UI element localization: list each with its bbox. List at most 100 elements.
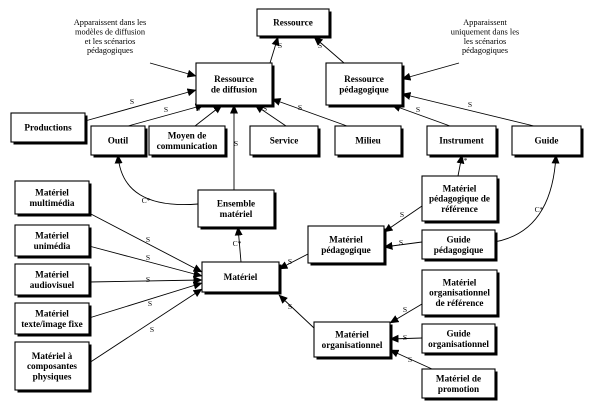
node-label: Matériel [35,309,69,319]
edge-productions-to-ressource-diffusion: S [84,88,197,122]
edge-materiel-multimedia-to-materiel: S [88,212,203,273]
edge-moyen-communication-to-ressource-diffusion: S [194,104,223,127]
node-box [197,189,275,228]
edge-line [278,253,309,270]
edge-line [313,36,345,64]
edge-line [389,303,423,324]
node-box [195,62,273,106]
edge-line [127,103,205,127]
node-productions: Productions [10,112,88,145]
node-label: Outil [108,136,129,146]
edge-ensemble-materiel-to-outil: C* [114,154,199,206]
edge-label: S [288,257,292,266]
edge-materiel-unimedia-to-materiel: S [88,245,203,278]
node-box [313,321,391,358]
edge-label: S [408,355,412,364]
node-label: communication [157,141,218,151]
node-label: pédagogique de [429,194,490,204]
node-label: composantes [27,361,77,371]
edge-ressource-pedagogique-to-ressource: S [313,36,345,64]
edge-line [84,88,197,122]
edge-service-to-ressource-diffusion: S [254,104,287,127]
note-diffusion-line: Apparaissent dans les [74,18,147,27]
edge-line [254,104,287,127]
node-box [14,263,90,296]
edge-line [383,241,423,250]
edge-label: S [403,333,407,342]
node-box [421,175,498,222]
node-box [201,261,280,293]
node-label: Instrument [439,136,484,146]
node-box [421,368,496,399]
edge-line [456,154,465,177]
node-box [421,229,496,260]
node-box [10,112,86,143]
edge-label: S [146,235,150,244]
node-box [421,323,496,354]
edge-ressource-diffusion-to-ressource: S [269,36,282,64]
edge-instrument-to-ressource-pedagogique: S [391,104,451,127]
note-pedagogique-pointer [401,62,460,81]
edge-line [234,226,243,263]
edge-materiel-texte-image-to-materiel: S [88,281,203,319]
edge-label: S [150,325,154,334]
node-label: Moyen de [168,131,207,141]
node-label: pédagogique [321,245,371,255]
node-milieu: Milieu [334,125,404,158]
edge-materiel-audiovisuel-to-materiel: S [88,275,203,285]
edge-line [278,294,315,329]
edge-label: C* [535,205,544,214]
edge-guide-pedagogique-to-materiel-pedagogique: S [383,238,423,250]
edge-label: S [164,105,168,114]
note-diffusion-line: pédagogiques [87,46,133,55]
node-guide: Guide [511,125,584,158]
node-label: référence [441,204,478,214]
node-label: Matériel de [436,374,481,384]
note-pedagogique-line: uniquement dans les [451,27,519,36]
edge-label: S [298,103,302,112]
edge-line [88,212,203,273]
node-box [421,269,498,316]
node-label: Matériel [224,272,258,282]
node-label: texte/image fixe [21,319,82,329]
node-box [307,225,385,264]
edge-label: S [318,41,322,50]
node-materiel: Matériel [201,261,282,295]
node-label: Matériel [335,330,369,340]
node-label: Ensemble [217,199,255,209]
edge-line [194,104,223,127]
node-label: matériel [220,209,253,219]
edge-line [271,98,348,127]
node-box [325,62,403,106]
edge-label: C* [233,239,242,248]
edge-label: S [146,275,150,284]
node-label: promotion [438,384,479,394]
node-label: pédagogique [434,245,484,255]
node-instrument: Instrument [426,125,499,158]
node-service: Service [249,125,321,158]
edge-label: S [263,104,267,113]
edge-label: C* [142,196,151,205]
node-label: physiques [33,371,72,381]
edge-label: S [130,97,134,106]
node-label: Guide [447,329,471,339]
edge-milieu-to-ressource-diffusion: S [271,98,348,127]
note-pedagogique-line: pédagogiques [462,46,508,55]
edge-guide-to-ressource-pedagogique: S [401,92,535,127]
edge-line [88,288,203,364]
edge-line [401,92,535,127]
note-diffusion-line: et les scénarios [85,37,136,46]
node-label: Matériel [443,278,477,288]
